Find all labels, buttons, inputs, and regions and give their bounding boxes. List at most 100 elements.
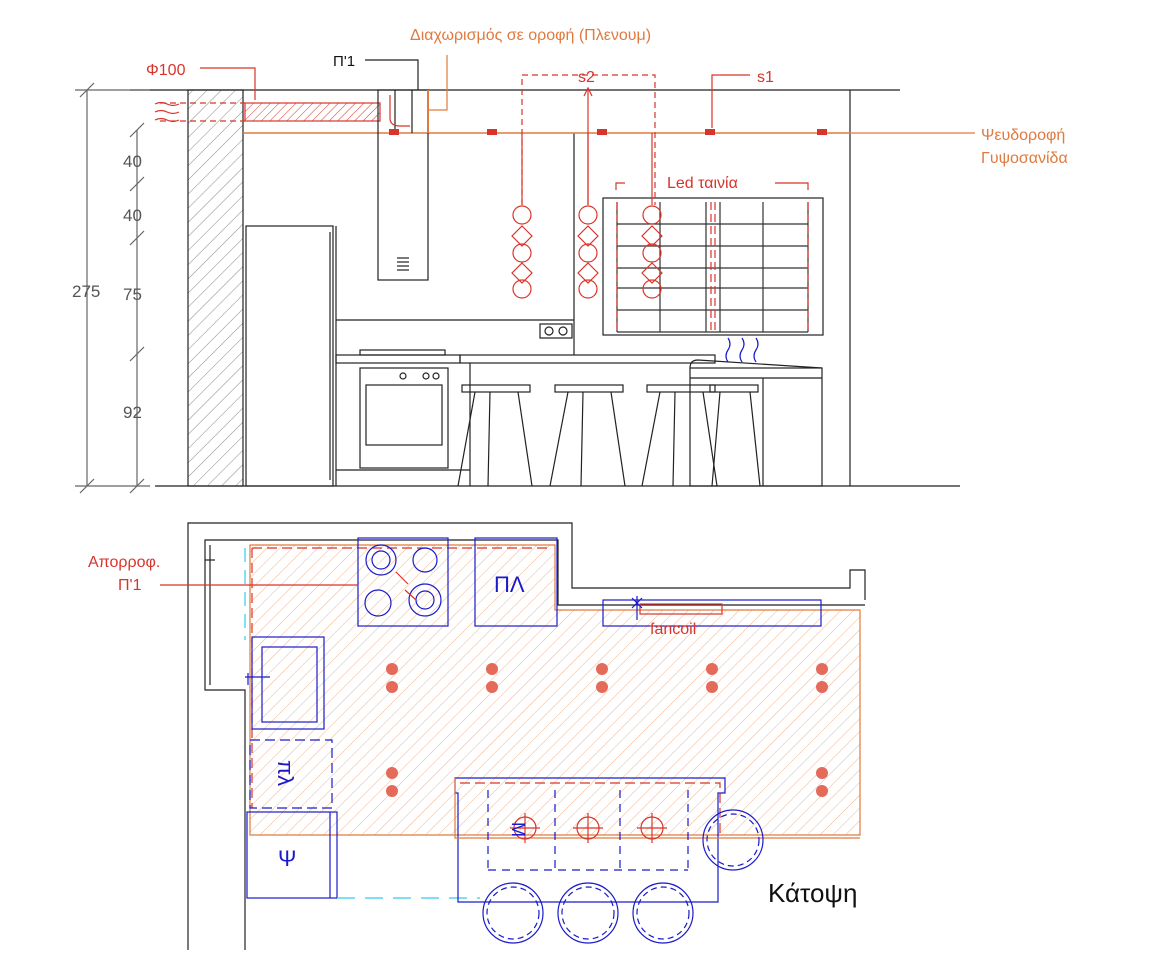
hood-label-leader xyxy=(365,59,419,90)
dim-segment-3: 75 xyxy=(123,285,142,304)
island-dashed-cells xyxy=(487,790,689,871)
heat-waves-icon xyxy=(725,337,759,363)
label-hood-elevation: Π'1 xyxy=(333,53,355,70)
stool-icon xyxy=(709,384,761,487)
socket-icon xyxy=(558,326,568,336)
false-ceiling-area xyxy=(249,544,861,836)
ceiling-spot-icon xyxy=(816,681,828,693)
label-fridge: Ψ xyxy=(278,846,296,871)
hood-vent-icon xyxy=(397,257,409,271)
socket-icon xyxy=(544,326,554,336)
label-washer: πλ xyxy=(273,760,298,786)
elevation-view xyxy=(75,55,975,494)
wall-sockets xyxy=(539,323,573,339)
oven-knob-icon xyxy=(399,372,407,380)
dim-total: 275 xyxy=(72,282,100,301)
window-frame xyxy=(602,197,824,336)
circuit-s1 xyxy=(711,74,750,128)
ceiling-spot-icon xyxy=(486,681,498,693)
led-strip xyxy=(616,202,809,332)
sink-bowl xyxy=(261,646,318,723)
pendant-plan-icon xyxy=(510,813,667,843)
faucet-icon xyxy=(245,673,270,685)
ceiling-spot-icon xyxy=(596,681,608,693)
label-s1: s1 xyxy=(757,69,774,86)
oven-knob-icon xyxy=(432,372,440,380)
arrow-up-icon xyxy=(583,86,593,97)
ceiling-spot-icon xyxy=(816,767,828,779)
sink xyxy=(251,636,325,730)
label-phi100: Φ100 xyxy=(146,62,186,79)
island-ceiling-edge xyxy=(454,778,860,839)
ceiling-spot-icon xyxy=(596,663,608,675)
label-fancoil: fancoil xyxy=(650,621,696,638)
dim-segment-1: 40 xyxy=(123,152,142,171)
plan-title: Κάτοψη xyxy=(768,878,857,908)
fancoil-grille xyxy=(639,603,723,615)
ceiling-spot-icon xyxy=(705,129,715,135)
label-hood-plan-1: Απορροφ. xyxy=(88,554,160,571)
stool-icon xyxy=(641,384,718,487)
led-leader-left xyxy=(615,182,625,190)
island-led-dash xyxy=(460,782,721,835)
phi100-leader xyxy=(200,67,256,100)
circuit-s2 xyxy=(521,74,656,205)
pendant-lamp-icon xyxy=(641,133,663,299)
ceiling-spot-icon xyxy=(386,663,398,675)
ceiling-spot-icon xyxy=(386,767,398,779)
label-dishwasher: ΠΛ xyxy=(494,572,525,597)
plan-wall-outer xyxy=(187,522,866,950)
label-led-strip: Led ταινία xyxy=(667,175,738,192)
pendant-lamp-icon xyxy=(511,133,533,299)
ceiling-spot-icon xyxy=(816,785,828,797)
ceiling-spot-icon xyxy=(706,681,718,693)
fridge-elevation xyxy=(245,225,334,487)
ceiling-spot-icon xyxy=(487,129,497,135)
oven-knob-icon xyxy=(422,372,430,380)
hood-duct-plan xyxy=(395,571,417,601)
range-hood xyxy=(377,89,429,281)
hood-duct-elbow xyxy=(389,95,410,127)
kitchen-counter xyxy=(335,354,461,364)
island-top-curve xyxy=(689,359,823,369)
ceiling-spot-icon xyxy=(597,129,607,135)
ceiling-spot-icon xyxy=(706,663,718,675)
stool-icon xyxy=(457,384,533,487)
ceiling-spot-icon xyxy=(389,129,399,135)
exhaust-air-icon xyxy=(154,101,180,123)
plenum-leader xyxy=(428,55,448,111)
cooktop-elevation xyxy=(359,349,446,356)
island-plan xyxy=(454,777,726,903)
plan-view xyxy=(160,522,866,950)
stool-icon xyxy=(549,384,626,487)
oven xyxy=(359,367,449,469)
label-s2: s2 xyxy=(578,69,595,86)
plan-wall-inner xyxy=(204,539,865,950)
label-hood-plan-2: Π'1 xyxy=(118,577,142,594)
oven-window xyxy=(365,384,443,446)
stool-icon xyxy=(482,809,764,944)
ceiling-spots-elevation xyxy=(389,129,827,135)
dim-segment-2: 40 xyxy=(123,206,142,225)
island-base xyxy=(689,367,823,487)
label-island-switch: Μ xyxy=(508,822,528,837)
ceiling-spot-icon xyxy=(816,663,828,675)
cooktop xyxy=(357,537,449,627)
label-false-ceiling-2: Γυψοσανίδα xyxy=(981,150,1068,167)
ceiling-spot-icon xyxy=(817,129,827,135)
island-counter xyxy=(459,354,716,364)
dishwasher xyxy=(474,537,558,627)
ceiling-spot-icon xyxy=(486,663,498,675)
cooktop-burner-icon xyxy=(364,544,442,617)
fridge-plan xyxy=(246,811,338,899)
left-wall xyxy=(187,89,244,487)
fancoil-unit xyxy=(602,599,822,627)
dimension-chain xyxy=(75,82,150,494)
led-leader-right xyxy=(775,182,809,190)
plan-ceiling-spots xyxy=(386,663,828,797)
ceiling-spot-icon xyxy=(386,785,398,797)
duct-phi100 xyxy=(244,102,381,122)
fancoil-valve-icon xyxy=(631,596,643,620)
ceiling-spot-icon xyxy=(386,681,398,693)
dim-segment-4: 92 xyxy=(123,403,142,422)
